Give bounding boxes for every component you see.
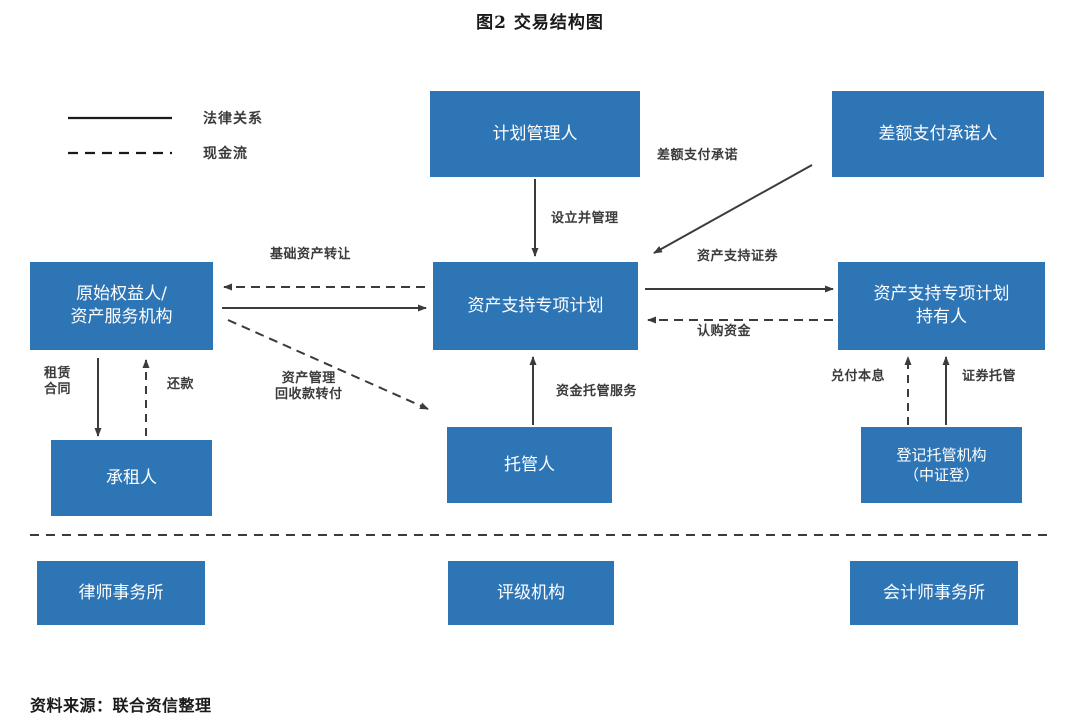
node-plan-manager-label: 计划管理人 <box>492 123 578 144</box>
edge-promisor-to-abs-plan <box>653 164 813 254</box>
node-shortfall-promisor[interactable]: 差额支付承诺人 <box>832 91 1044 177</box>
edge-label-fund-custody-service: 资金托管服务 <box>556 384 638 399</box>
edge-label-abs-securities: 资产支持证券 <box>697 249 779 264</box>
node-abs-plan-label: 资产支持专项计划 <box>467 295 604 316</box>
node-law-firm-label: 律师事务所 <box>78 582 164 603</box>
node-rating-agency-label: 评级机构 <box>497 582 565 603</box>
node-rating-agency[interactable]: 评级机构 <box>448 561 614 625</box>
node-plan-manager[interactable]: 计划管理人 <box>430 91 640 177</box>
node-custodian-label: 托管人 <box>504 454 555 475</box>
edge-label-establish-and-manage: 设立并管理 <box>551 211 619 226</box>
node-accounting-firm-label: 会计师事务所 <box>883 582 985 603</box>
legend-label-cash-flow: 现金流 <box>203 146 248 162</box>
edge-label-underlying-asset-transfer: 基础资产转让 <box>270 247 352 262</box>
page-title: 图2 交易结构图 <box>476 13 604 33</box>
node-accounting-firm[interactable]: 会计师事务所 <box>850 561 1018 625</box>
node-abs-holder-label: 资产支持专项计划 持有人 <box>873 284 1010 327</box>
node-originator-label: 原始权益人/ 资产服务机构 <box>70 284 173 327</box>
node-shortfall-promisor-label: 差额支付承诺人 <box>878 123 998 144</box>
source-note: 资料来源：联合资信整理 <box>30 696 212 715</box>
legend-label-legal-relation: 法律关系 <box>203 111 263 127</box>
node-lessee[interactable]: 承租人 <box>51 440 212 516</box>
node-registrar-label: 登记托管机构 （中证登） <box>896 445 987 484</box>
node-originator[interactable]: 原始权益人/ 资产服务机构 <box>30 262 213 350</box>
edge-label-subscription-funds: 认购资金 <box>697 324 752 339</box>
node-lessee-label: 承租人 <box>106 467 157 488</box>
node-abs-plan[interactable]: 资产支持专项计划 <box>433 262 638 350</box>
edge-label-principal-interest: 兑付本息 <box>831 369 886 384</box>
node-registrar[interactable]: 登记托管机构 （中证登） <box>861 427 1022 503</box>
node-law-firm[interactable]: 律师事务所 <box>37 561 205 625</box>
edge-label-shortfall-payment-promise: 差额支付承诺 <box>657 148 739 163</box>
node-abs-holder[interactable]: 资产支持专项计划 持有人 <box>838 262 1045 350</box>
edge-label-lease-contract: 租赁 合同 <box>44 366 72 398</box>
edge-label-securities-custody: 证券托管 <box>962 369 1017 384</box>
edge-label-asset-mgmt-remittance: 资产管理 回收款转付 <box>275 371 343 403</box>
node-custodian[interactable]: 托管人 <box>447 427 612 503</box>
edge-label-repayment: 还款 <box>167 377 195 392</box>
